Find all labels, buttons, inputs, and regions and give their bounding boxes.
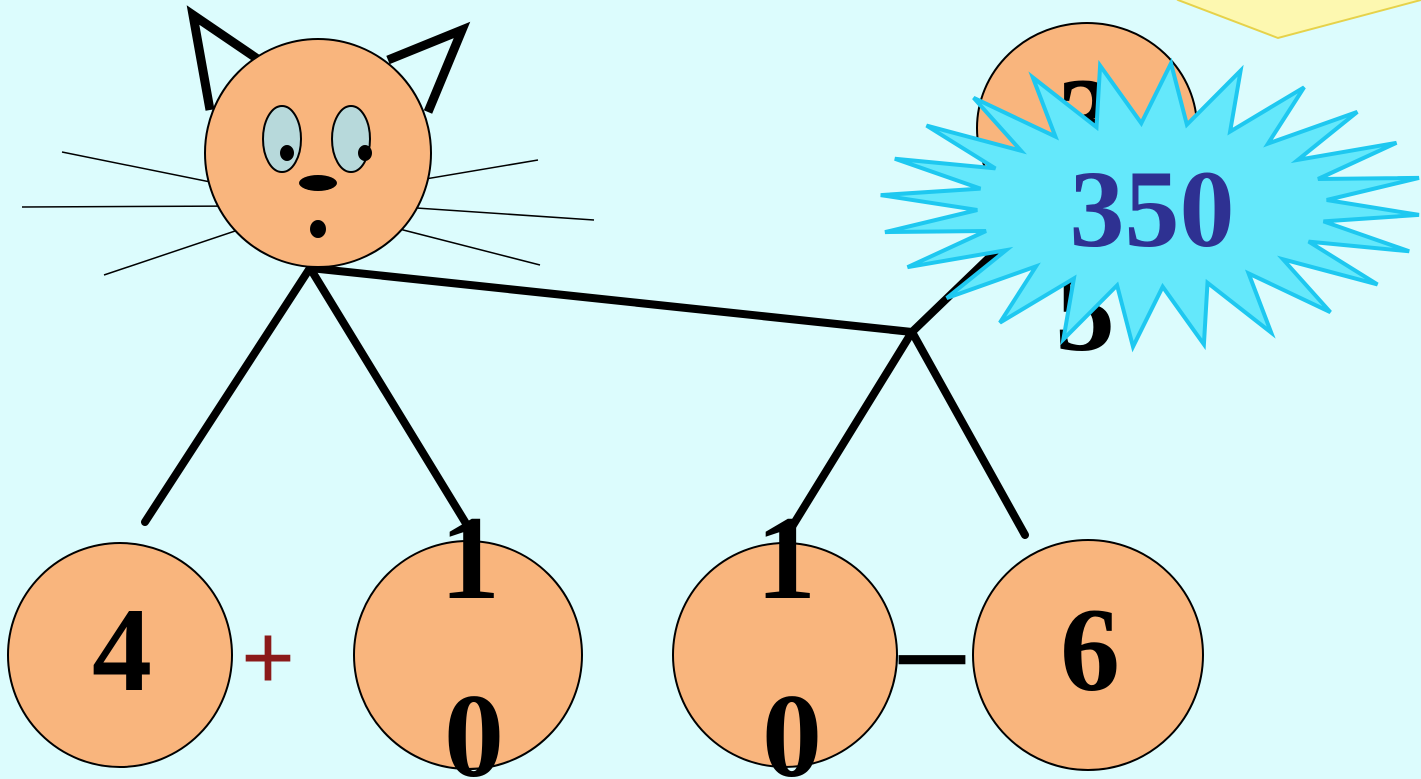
leaf-1-digit: 4: [92, 583, 152, 716]
leaf-2-digit-2: 0: [444, 669, 504, 779]
tree-line-junction-to-leaf-4: [908, 328, 1029, 539]
cat-eye-right: [331, 105, 371, 173]
cat-ears: [186, 5, 471, 114]
leaf-1-circle: [7, 542, 233, 768]
tree-lines: [141, 248, 1029, 539]
cat-face-icon: [21, 5, 595, 276]
cat-ear-left: [186, 5, 265, 111]
leaf-2-digit-1: 1: [440, 491, 500, 624]
cat-mouth: [310, 220, 326, 238]
leaf-1: 4: [7, 542, 233, 768]
cat-ear-right: [386, 21, 471, 114]
leaf-3-digit-1: 1: [756, 491, 816, 624]
cat-eye-left: [262, 105, 302, 173]
whisker-left-2: [21, 205, 251, 208]
tree-line-cat-to-leaf-2: [306, 264, 474, 534]
note-shape: [1176, 0, 1421, 40]
leaf-4-circle: [972, 539, 1204, 771]
cat-pupil-left: [280, 145, 294, 161]
leaf-3-digit-2: 0: [762, 669, 822, 779]
leaf-2: 1 0: [353, 491, 583, 779]
starburst-shape: [880, 57, 1420, 353]
leaf-2-circle: [353, 540, 583, 770]
tree-line-cat-to-junction: [306, 264, 916, 336]
tree-line-junction-to-leaf-3: [786, 328, 916, 534]
leaf-3: 1 0: [672, 491, 898, 779]
cat-pupil-right: [358, 145, 372, 161]
leaf-4-digit: 6: [1060, 583, 1120, 716]
starburst-label: 350: [1070, 148, 1235, 270]
leaf-3-circle: [672, 542, 898, 768]
cat-nose: [299, 175, 337, 191]
cat-head: [204, 38, 432, 268]
starburst-icon: 350: [880, 57, 1420, 353]
tree-line-cat-to-leaf-1: [141, 264, 314, 526]
leaf-4: 6: [972, 539, 1204, 771]
minus-sign: –: [899, 575, 966, 719]
plus-sign: +: [241, 604, 296, 711]
